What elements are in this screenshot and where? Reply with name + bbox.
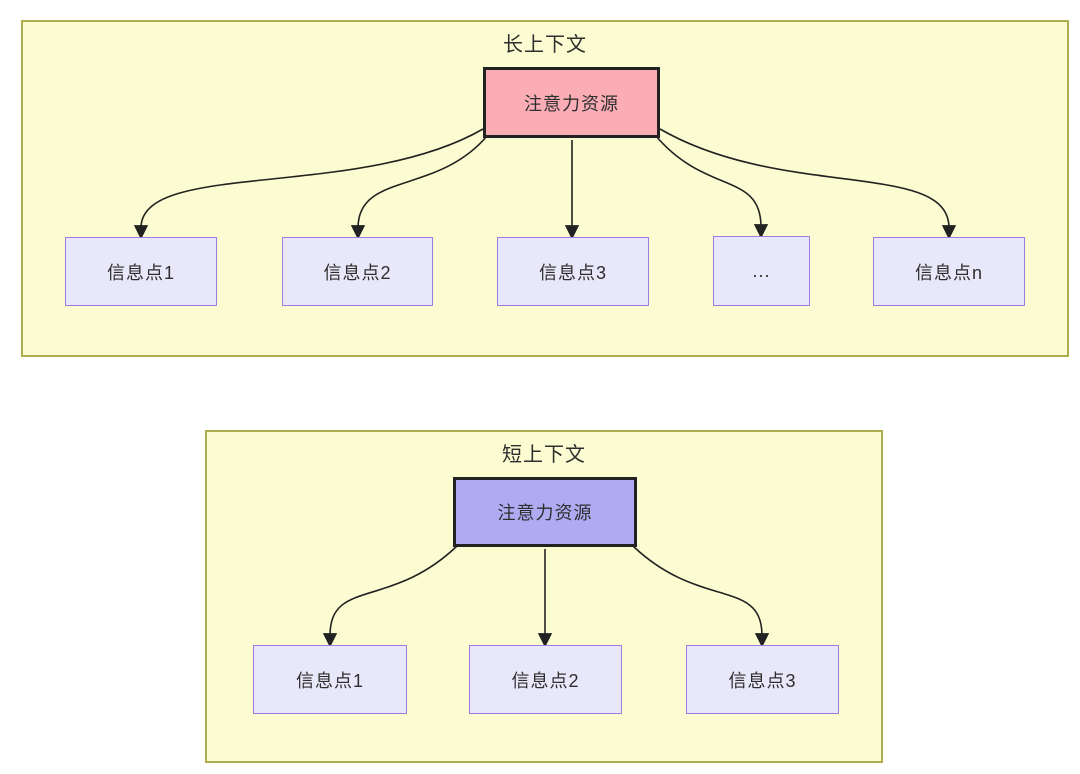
attention-resource-node-long: 注意力资源 <box>483 67 660 138</box>
attention-resource-node-short: 注意力资源 <box>453 477 637 547</box>
info-node-long-ellipsis: ... <box>713 236 810 306</box>
short-context-title: 短上下文 <box>502 444 586 466</box>
info-node-short-2: 信息点2 <box>469 645 622 714</box>
info-node-long-n: 信息点n <box>873 237 1025 306</box>
info-node-short-3: 信息点3 <box>686 645 839 714</box>
info-node-long-2: 信息点2 <box>282 237 433 306</box>
info-node-short-1: 信息点1 <box>253 645 407 714</box>
info-node-long-3: 信息点3 <box>497 237 649 306</box>
long-context-title: 长上下文 <box>503 34 587 56</box>
info-node-long-1: 信息点1 <box>65 237 217 306</box>
